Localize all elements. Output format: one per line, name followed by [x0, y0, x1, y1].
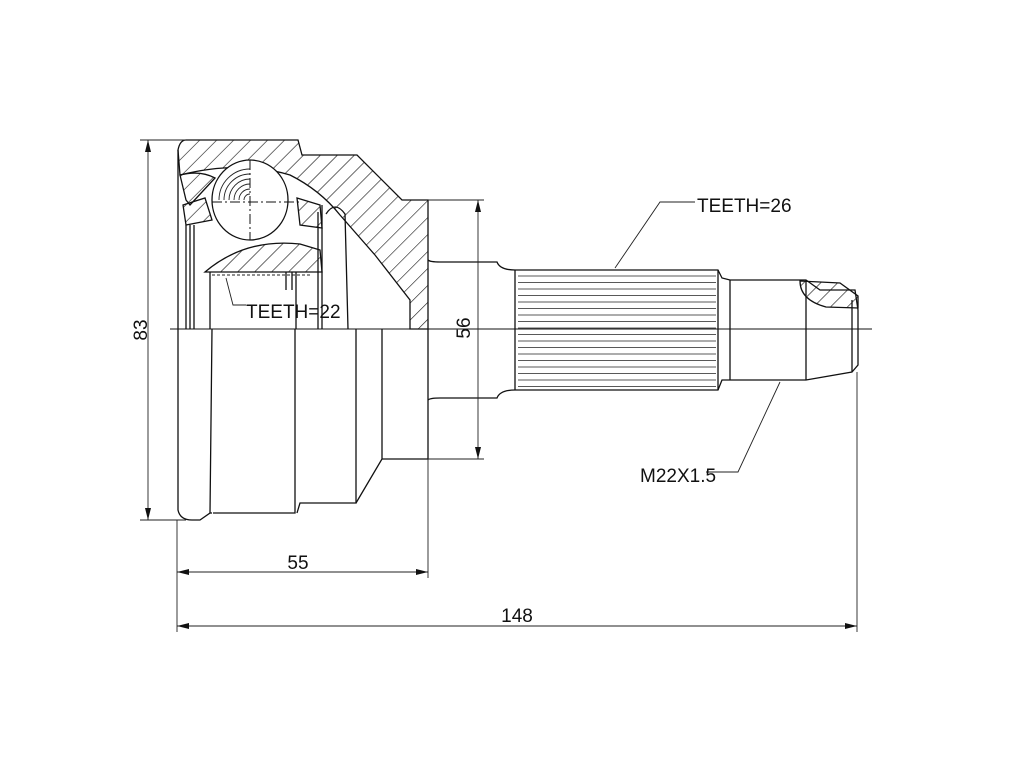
dimension-148-label: 148: [501, 606, 533, 627]
leader-thread: M22X1.5: [640, 381, 781, 487]
leader-teeth-22: TEETH=22: [225, 277, 341, 323]
teeth-26-label: TEETH=26: [697, 196, 792, 217]
dimension-55: 55: [176, 459, 429, 632]
inner-race: [177, 150, 349, 330]
bell-housing-section: [177, 139, 429, 330]
dimension-83-label: 83: [131, 319, 152, 340]
thread-label: M22X1.5: [640, 466, 716, 487]
dimension-56: 56: [428, 199, 484, 460]
ball-element: [211, 159, 300, 241]
dimension-148: 148: [177, 372, 858, 632]
dimension-56-label: 56: [454, 317, 475, 338]
dimension-55-label: 55: [287, 553, 308, 574]
bell-housing-outline: [177, 328, 429, 521]
leader-teeth-26: TEETH=26: [614, 196, 792, 269]
shaft: [427, 259, 859, 401]
spline-lines: [518, 275, 716, 387]
teeth-22-label: TEETH=22: [246, 302, 341, 323]
dimension-83: 83: [131, 139, 186, 521]
